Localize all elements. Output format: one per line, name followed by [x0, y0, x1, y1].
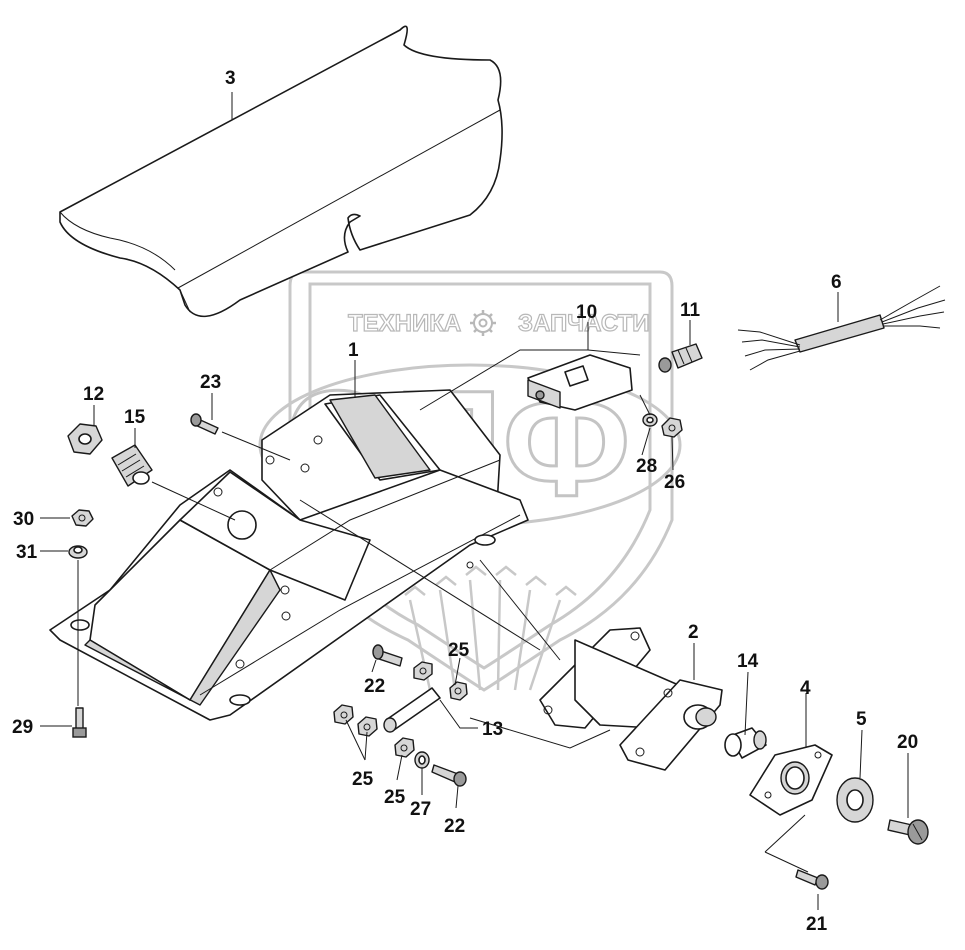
callout-12: 12: [83, 384, 104, 405]
part-26-nut: [661, 417, 683, 438]
callout-3: 3: [225, 68, 236, 89]
callout-6: 6: [831, 272, 842, 293]
callout-30: 30: [13, 509, 34, 530]
callout-27: 27: [410, 799, 431, 820]
part-22-screw-upper: [372, 644, 403, 667]
part-25-nut-lower-c: [394, 737, 415, 758]
callout-5: 5: [856, 709, 867, 730]
callout-25-upper: 25: [448, 640, 470, 661]
callout-2: 2: [688, 622, 699, 643]
callout-21: 21: [806, 914, 828, 935]
callout-10: 10: [576, 302, 597, 323]
callout-22-upper: 22: [364, 676, 385, 697]
callout-29: 29: [12, 717, 33, 738]
part-21-screw: [795, 869, 829, 890]
part-6-wire-harness: [737, 285, 946, 371]
part-25-nut-upper-b: [449, 681, 468, 701]
part-12-nut: [67, 423, 103, 455]
callout-23: 23: [200, 372, 221, 393]
part-2-sensor-body: [539, 627, 723, 771]
callout-13: 13: [482, 719, 503, 740]
part-23-screw: [190, 413, 219, 435]
part-13-pin: [383, 687, 441, 733]
part-28-washer: [642, 413, 658, 427]
part-5-washer: [836, 777, 874, 823]
watermark-left-text: ТЕХНИКА: [348, 310, 461, 337]
part-20-screw: [887, 819, 929, 845]
part-10-switch: [527, 354, 633, 411]
callout-25-lower-left: 25: [352, 769, 374, 790]
part-25-nut-lower-b: [357, 716, 378, 737]
part-14-bushing: [724, 727, 767, 759]
part-29-bolt: [72, 707, 87, 738]
callout-14: 14: [737, 651, 759, 672]
callout-1: 1: [348, 340, 359, 361]
base-plate: [49, 459, 529, 721]
part-1-pedal-housing: [261, 389, 501, 541]
watermark-right-text: ЗАПЧАСТИ: [518, 310, 650, 337]
leader-lines: [40, 92, 909, 910]
callout-28: 28: [636, 456, 657, 477]
callout-26: 26: [664, 472, 685, 493]
callout-4: 4: [800, 678, 811, 699]
part-11-connector: [658, 343, 703, 373]
part-25-nut-lower-a: [333, 704, 354, 725]
callout-25-lower-right: 25: [384, 787, 406, 808]
callout-numbers: 3 1 10 11 6 12 15 23 30 31 29 28 26 25 2…: [12, 68, 918, 935]
callout-11: 11: [680, 300, 701, 321]
watermark-sheaf: [404, 565, 577, 691]
part-30-small-nut: [71, 509, 94, 527]
part-3-cover: [59, 25, 503, 318]
part-25-nut-upper-a: [413, 661, 433, 681]
callout-22-lower: 22: [444, 816, 465, 837]
part-4-flange: [749, 744, 833, 816]
part-15-spring-pin: [111, 444, 153, 487]
callout-15: 15: [124, 407, 146, 428]
callout-20: 20: [897, 732, 918, 753]
callout-31: 31: [16, 542, 38, 563]
part-31-washer: [68, 545, 88, 559]
gear-icon: [470, 310, 496, 336]
part-27-washer: [414, 751, 430, 769]
part-22-screw-lower: [431, 764, 467, 787]
